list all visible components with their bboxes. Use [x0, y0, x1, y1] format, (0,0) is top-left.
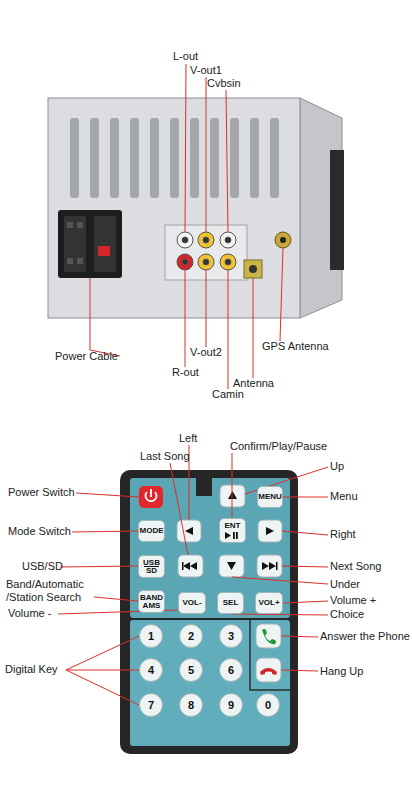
- button-text: 7: [148, 700, 154, 711]
- button-text: SEL: [223, 599, 239, 607]
- callout-label: Right: [330, 528, 356, 541]
- button-text: 9: [228, 700, 234, 711]
- callout-label: Mode Switch: [8, 525, 71, 538]
- button-text: 4: [148, 665, 154, 676]
- digit-key: 0: [256, 693, 280, 717]
- button-text: MENU: [258, 493, 282, 501]
- callout-label: Menu: [330, 490, 358, 503]
- callout-label: Hang Up: [320, 665, 363, 678]
- button-text: 1: [148, 631, 154, 642]
- callout-label: Next Song: [330, 560, 381, 573]
- callout-label: Camin: [212, 388, 244, 401]
- callout-label: USB/SD: [22, 560, 63, 573]
- callout-label: GPS Antenna: [262, 340, 329, 353]
- button-text: 8: [188, 700, 194, 711]
- remote-button: MODE: [138, 520, 165, 542]
- gps-socket: [275, 232, 291, 248]
- callout-label: Answer the Phone: [320, 630, 410, 643]
- button-text: 5: [188, 665, 194, 676]
- callout-label: Cvbsin: [207, 77, 241, 90]
- callout-label: V-out2: [190, 346, 222, 359]
- callout-label: Last Song: [140, 450, 190, 463]
- digit-key: 2: [179, 624, 203, 648]
- remote-body: [120, 470, 298, 754]
- button-text: USB SD: [139, 559, 164, 575]
- digit-key: 8: [179, 693, 203, 717]
- digit-key: 5: [179, 658, 203, 682]
- iso-connector: [58, 210, 122, 278]
- symbol-buttons: [139, 485, 282, 682]
- antenna-socket: [244, 260, 262, 278]
- digit-key: 1: [139, 624, 163, 648]
- callout-label: Power Cable: [55, 350, 118, 363]
- digit-key: 9: [219, 693, 243, 717]
- digit-key: 4: [139, 658, 163, 682]
- button-text: 2: [188, 631, 194, 642]
- callout-label: L-out: [173, 50, 198, 63]
- callout-label: Volume -: [8, 607, 51, 620]
- callout-label: Band/Automatic /Station Search: [6, 578, 98, 604]
- button-text: VOL-: [182, 599, 201, 607]
- callout-label: Confirm/Play/Pause: [230, 440, 327, 453]
- stereo-chassis: [48, 98, 344, 318]
- callout-label: Power Switch: [8, 486, 75, 499]
- button-text: 0: [265, 700, 271, 711]
- rca-jacks: [177, 232, 236, 270]
- remote-button: BAND AMS: [138, 590, 165, 613]
- leader-lines: [90, 64, 283, 389]
- remote-button: VOL+: [255, 592, 283, 614]
- digit-key: 7: [139, 693, 163, 717]
- callout-label: Digital Key: [5, 663, 58, 676]
- callout-label: Choice: [330, 608, 364, 621]
- button-text: VOL+: [258, 599, 279, 607]
- callout-label: Volume +: [330, 594, 376, 607]
- remote-button: MENU: [257, 486, 283, 508]
- remote-button: ENT: [219, 518, 246, 543]
- button-text: MODE: [140, 527, 164, 535]
- callout-label: V-out1: [190, 64, 222, 77]
- button-text: 6: [228, 665, 234, 676]
- callout-label: Left: [179, 432, 197, 445]
- remote-leader-lines: [58, 445, 328, 705]
- digit-key: 3: [219, 624, 243, 648]
- remote-button: SEL: [217, 592, 244, 614]
- remote-button: VOL-: [178, 592, 206, 614]
- callout-label: Up: [330, 460, 344, 473]
- remote-button: USB SD: [138, 555, 165, 578]
- callout-label: Under: [330, 578, 360, 591]
- callout-label: R-out: [172, 366, 199, 379]
- digit-key: 6: [219, 658, 243, 682]
- button-text: ENT: [225, 522, 241, 530]
- button-text: 3: [228, 631, 234, 642]
- button-text: BAND AMS: [139, 594, 164, 610]
